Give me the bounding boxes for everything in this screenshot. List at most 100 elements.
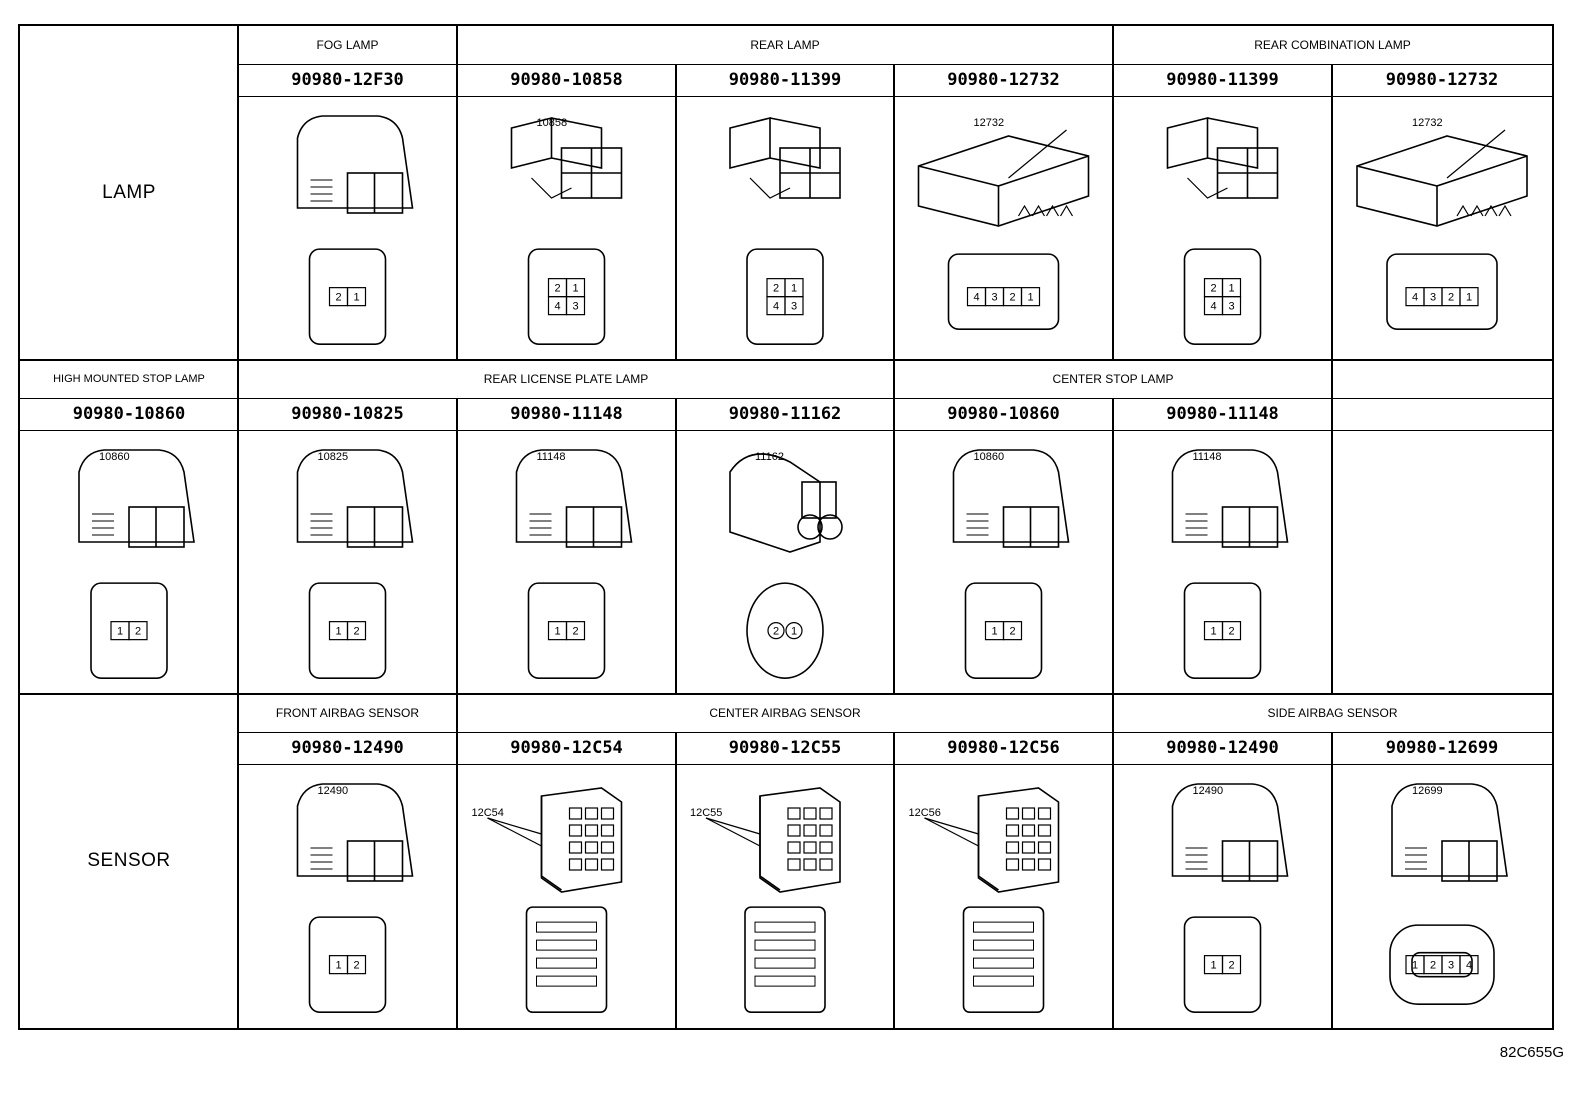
part-number: 90980-10860 bbox=[72, 404, 186, 424]
row-divider bbox=[20, 359, 1552, 361]
header-rule bbox=[20, 430, 1552, 431]
part-number: 90980-11399 bbox=[1166, 70, 1279, 90]
connector-tag: 10858 bbox=[537, 117, 568, 129]
connector-tag: 10860 bbox=[974, 451, 1005, 463]
column-divider bbox=[1112, 398, 1114, 694]
column-divider bbox=[1331, 398, 1333, 694]
connector-body bbox=[1166, 116, 1209, 170]
connector-body bbox=[296, 115, 414, 209]
connector-face bbox=[308, 582, 387, 679]
connector-face bbox=[527, 248, 606, 345]
pin-number: 1 bbox=[1210, 626, 1216, 638]
pin-number: 1 bbox=[117, 626, 123, 638]
column-divider bbox=[456, 732, 458, 1028]
connector-body bbox=[917, 135, 1090, 227]
part-number: 90980-12699 bbox=[1385, 738, 1499, 758]
connector-face bbox=[1183, 248, 1262, 345]
connector-tag: 12732 bbox=[974, 117, 1005, 129]
part-number: 90980-12490 bbox=[1166, 738, 1279, 758]
connector-face bbox=[746, 582, 824, 679]
part-number bbox=[1332, 398, 1552, 430]
column-divider bbox=[1112, 64, 1114, 360]
column-divider bbox=[675, 398, 677, 694]
pin-number: 4 bbox=[773, 301, 779, 313]
connector-body bbox=[78, 449, 195, 543]
pin-number: 1 bbox=[791, 626, 797, 638]
column-divider bbox=[893, 398, 895, 694]
connector-body bbox=[977, 787, 1060, 893]
column-divider bbox=[893, 732, 895, 1028]
header-rule bbox=[20, 398, 1552, 399]
connector-body bbox=[952, 449, 1070, 543]
pin-number: 3 bbox=[791, 301, 797, 313]
pin-number: 1 bbox=[554, 626, 560, 638]
connector-body bbox=[1356, 135, 1528, 227]
pin-number: 2 bbox=[1228, 960, 1234, 972]
pin-number: 1 bbox=[1210, 960, 1216, 972]
column-divider bbox=[1331, 732, 1333, 1028]
pin-number: 3 bbox=[1430, 292, 1436, 304]
connector-tag: 12699 bbox=[1412, 785, 1443, 797]
group-label: REAR COMBINATION LAMP bbox=[1254, 38, 1411, 52]
part-number: 90980-12490 bbox=[291, 738, 404, 758]
group-divider bbox=[456, 694, 458, 732]
pin-number: 4 bbox=[973, 292, 979, 304]
row-divider bbox=[20, 693, 1552, 695]
connector-face bbox=[527, 582, 606, 679]
pin-number: 3 bbox=[991, 292, 997, 304]
column-divider bbox=[893, 64, 895, 360]
column-divider bbox=[456, 398, 458, 694]
part-number: 90980-12C55 bbox=[728, 738, 842, 758]
figure-code: 82C655G bbox=[1499, 1044, 1564, 1061]
header-rule bbox=[238, 764, 1552, 765]
pin-number: 2 bbox=[572, 626, 578, 638]
header-rule bbox=[238, 96, 1552, 97]
pin-number: 2 bbox=[1210, 283, 1216, 295]
group-label: SIDE AIRBAG SENSOR bbox=[1267, 706, 1398, 720]
pin-number: 1 bbox=[353, 292, 359, 304]
pin-number: 2 bbox=[1009, 292, 1015, 304]
connector-tag: 11148 bbox=[537, 451, 566, 463]
connector-face bbox=[525, 906, 608, 1013]
column-divider bbox=[675, 732, 677, 1028]
connector-body bbox=[296, 449, 414, 543]
connector-drawing: 12C55 bbox=[676, 764, 894, 1028]
part-number: 90980-10858 bbox=[510, 70, 623, 90]
group-divider bbox=[893, 360, 895, 398]
connector-tag: 12490 bbox=[318, 785, 349, 797]
group-label: FRONT AIRBAG SENSOR bbox=[275, 706, 420, 720]
pin-number: 3 bbox=[1448, 960, 1454, 972]
part-number: 90980-12732 bbox=[1385, 70, 1499, 90]
category-label: LAMP bbox=[102, 182, 156, 203]
column-divider bbox=[237, 26, 239, 360]
group-divider bbox=[456, 26, 458, 64]
part-number: 90980-12732 bbox=[947, 70, 1060, 90]
pin-number: 2 bbox=[1228, 626, 1234, 638]
connector-face bbox=[962, 906, 1045, 1013]
group-label: CENTER STOP LAMP bbox=[1052, 372, 1174, 386]
connector-body bbox=[540, 787, 623, 893]
connector-tag: 11148 bbox=[1193, 451, 1222, 463]
group-label: HIGH MOUNTED STOP LAMP bbox=[53, 373, 205, 385]
pin-number: 2 bbox=[773, 283, 779, 295]
column-divider bbox=[1112, 732, 1114, 1028]
pin-number: 2 bbox=[1009, 626, 1015, 638]
pin-number: 2 bbox=[353, 960, 359, 972]
group-label: REAR LICENSE PLATE LAMP bbox=[483, 372, 649, 386]
part-number: 90980-11148 bbox=[510, 404, 623, 424]
pin-number: 2 bbox=[1448, 292, 1454, 304]
group-label bbox=[1332, 360, 1552, 398]
connector-face bbox=[90, 582, 168, 679]
connector-drawing: 12C56 bbox=[894, 764, 1113, 1028]
connector-face bbox=[1386, 253, 1498, 330]
